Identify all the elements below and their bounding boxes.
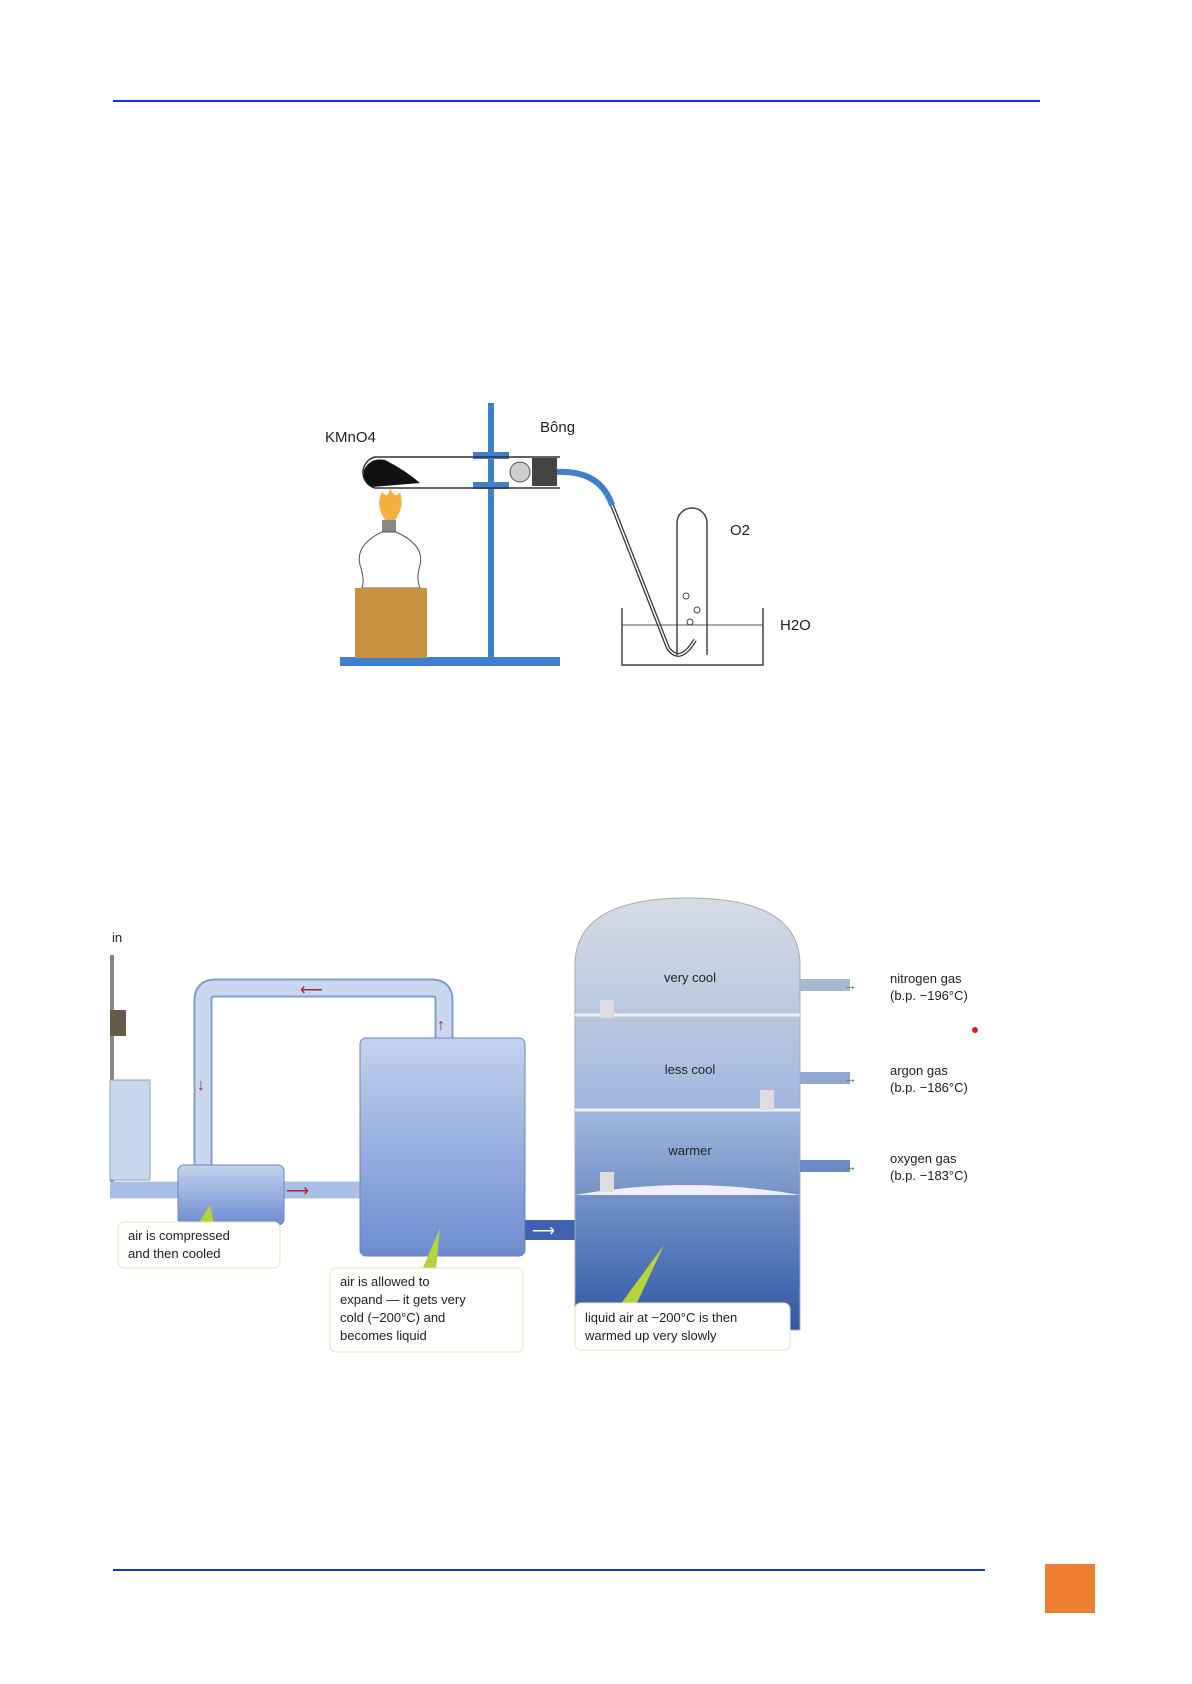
clamp-top	[473, 452, 509, 459]
expansion-chamber	[359, 1037, 526, 1257]
fractionating-column	[574, 897, 801, 1331]
flame-icon	[379, 488, 402, 520]
label-h2o: H2O	[780, 617, 811, 634]
svg-text:argon gas: argon gas	[890, 1063, 948, 1078]
svg-text:nitrogen gas: nitrogen gas	[890, 971, 962, 986]
beaker	[621, 608, 764, 666]
arrow-left-icon: ⟵	[300, 982, 323, 999]
svg-text:(b.p. −196°C): (b.p. −196°C)	[890, 988, 968, 1003]
label-o2: O2	[730, 522, 750, 539]
footer-rule	[113, 1569, 985, 1571]
compressor	[177, 1164, 285, 1226]
clamp-bottom	[473, 482, 509, 489]
arrow-right-icon: ⟶	[532, 1223, 555, 1240]
output-oxygen: → oxygen gas (b.p. −183°C)	[800, 1151, 968, 1183]
svg-text:air is compressed: air is compressed	[128, 1228, 230, 1243]
arrow-right-icon: →	[843, 1158, 857, 1174]
header-rule	[113, 100, 1040, 102]
stand-base	[340, 657, 560, 666]
svg-text:warmed up very slowly: warmed up very slowly	[584, 1328, 717, 1343]
svg-text:expand — it gets very: expand — it gets very	[340, 1292, 466, 1307]
zone-warmer: warmer	[667, 1143, 712, 1158]
delivery-tube	[556, 468, 615, 507]
test-tube	[362, 456, 560, 489]
arrow-right-icon: ⟶	[286, 1183, 309, 1200]
output-argon: → argon gas (b.p. −186°C)	[800, 1063, 968, 1095]
arrow-right-icon: →	[843, 1070, 857, 1086]
wooden-block	[355, 588, 427, 658]
cotton-plug	[509, 461, 531, 483]
callout-liquid-air	[574, 1302, 791, 1351]
svg-text:becomes liquid: becomes liquid	[340, 1328, 427, 1343]
label-kmno4: KMnO4	[325, 429, 376, 446]
output-nitrogen: → nitrogen gas (b.p. −196°C)	[800, 971, 968, 1003]
svg-text:air is allowed to: air is allowed to	[340, 1274, 430, 1289]
zone-very-cool: very cool	[664, 970, 716, 985]
callout-expand	[329, 1267, 524, 1353]
svg-text:oxygen gas: oxygen gas	[890, 1151, 957, 1166]
arrow-down-icon: ↓	[197, 1077, 205, 1094]
label-cotton: Bông	[540, 419, 575, 436]
svg-text:and then cooled: and then cooled	[128, 1246, 221, 1261]
collection-tube	[676, 507, 708, 655]
kmno4-powder	[363, 459, 420, 487]
stand-rod	[488, 403, 494, 665]
arrow-up-icon: ↑	[437, 1017, 445, 1034]
arrow-right-icon: →	[843, 977, 857, 993]
svg-text:liquid air at −200°C is then: liquid air at −200°C is then	[585, 1310, 737, 1325]
label-partial: in	[112, 930, 122, 945]
red-dot	[972, 1027, 978, 1033]
callout-compress	[117, 1221, 281, 1269]
svg-text:(b.p. −183°C): (b.p. −183°C)	[890, 1168, 968, 1183]
stopper	[532, 458, 557, 486]
page-marker	[1045, 1564, 1095, 1613]
zone-less-cool: less cool	[665, 1062, 716, 1077]
svg-text:cold (−200°C) and: cold (−200°C) and	[340, 1310, 445, 1325]
svg-text:(b.p. −186°C): (b.p. −186°C)	[890, 1080, 968, 1095]
